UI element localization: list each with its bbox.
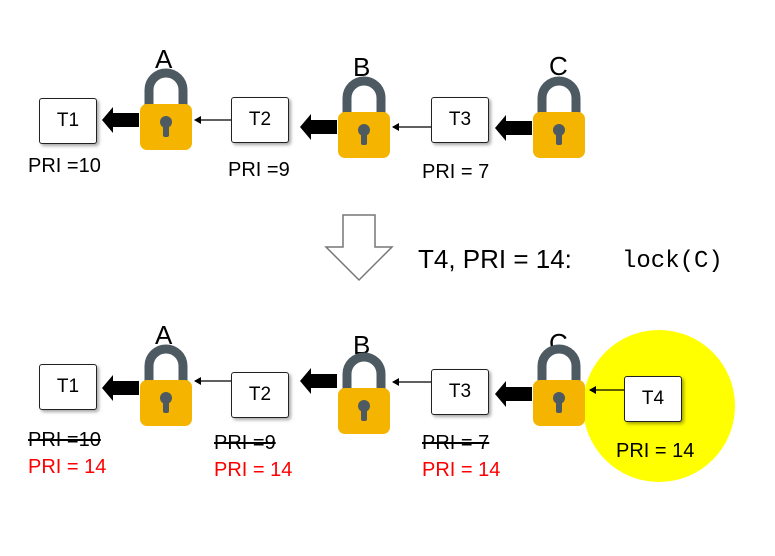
priority-t4: PRI = 14 xyxy=(616,440,695,462)
lock-icon-a xyxy=(140,68,192,150)
priority-t2: PRI =9 xyxy=(228,159,290,181)
old-priority-t2: PRI =9 xyxy=(214,432,276,454)
new-priority-t2: PRI = 14 xyxy=(214,459,293,481)
lock-label-c: C xyxy=(549,51,568,81)
lock-icon-c-bottom xyxy=(533,344,585,426)
thread-t2: T2 xyxy=(231,97,289,143)
lock-label-b-bottom: B xyxy=(353,330,371,360)
down-arrow-icon xyxy=(324,214,394,282)
lock-label-a: A xyxy=(155,44,173,74)
thread-t1-bottom: T1 xyxy=(39,364,97,410)
owner-arrow-b-t2-bottom xyxy=(300,368,337,394)
thread-t2-bottom: T2 xyxy=(231,372,289,418)
transition-code: lock(C) xyxy=(622,248,723,275)
old-priority-t3: PRI = 7 xyxy=(422,432,490,454)
new-priority-t1: PRI = 14 xyxy=(28,456,107,478)
lock-icon-a-bottom xyxy=(140,344,192,426)
thread-t1: T1 xyxy=(39,98,97,144)
thread-t4: T4 xyxy=(624,376,682,422)
lock-icon-b xyxy=(338,76,390,158)
owner-arrow-a-t1 xyxy=(102,107,139,133)
priority-t3: PRI = 7 xyxy=(422,161,490,183)
thread-t3-bottom: T3 xyxy=(431,369,489,415)
lock-label-a-bottom: A xyxy=(155,320,173,350)
transition-caption: T4, PRI = 14: xyxy=(418,244,572,274)
lock-icon-b-bottom xyxy=(338,352,390,434)
priority-t1: PRI =10 xyxy=(28,155,101,177)
owner-arrow-c-t3 xyxy=(495,115,532,141)
owner-arrow-a-t1-bottom xyxy=(102,375,139,401)
old-priority-t1: PRI =10 xyxy=(28,429,101,451)
lock-label-b: B xyxy=(353,52,371,82)
new-priority-t3: PRI = 14 xyxy=(422,459,501,481)
lock-icon-c xyxy=(533,76,585,158)
owner-arrow-c-t3-bottom xyxy=(495,381,532,407)
owner-arrow-b-t2 xyxy=(300,114,337,140)
thread-t3: T3 xyxy=(431,97,489,143)
